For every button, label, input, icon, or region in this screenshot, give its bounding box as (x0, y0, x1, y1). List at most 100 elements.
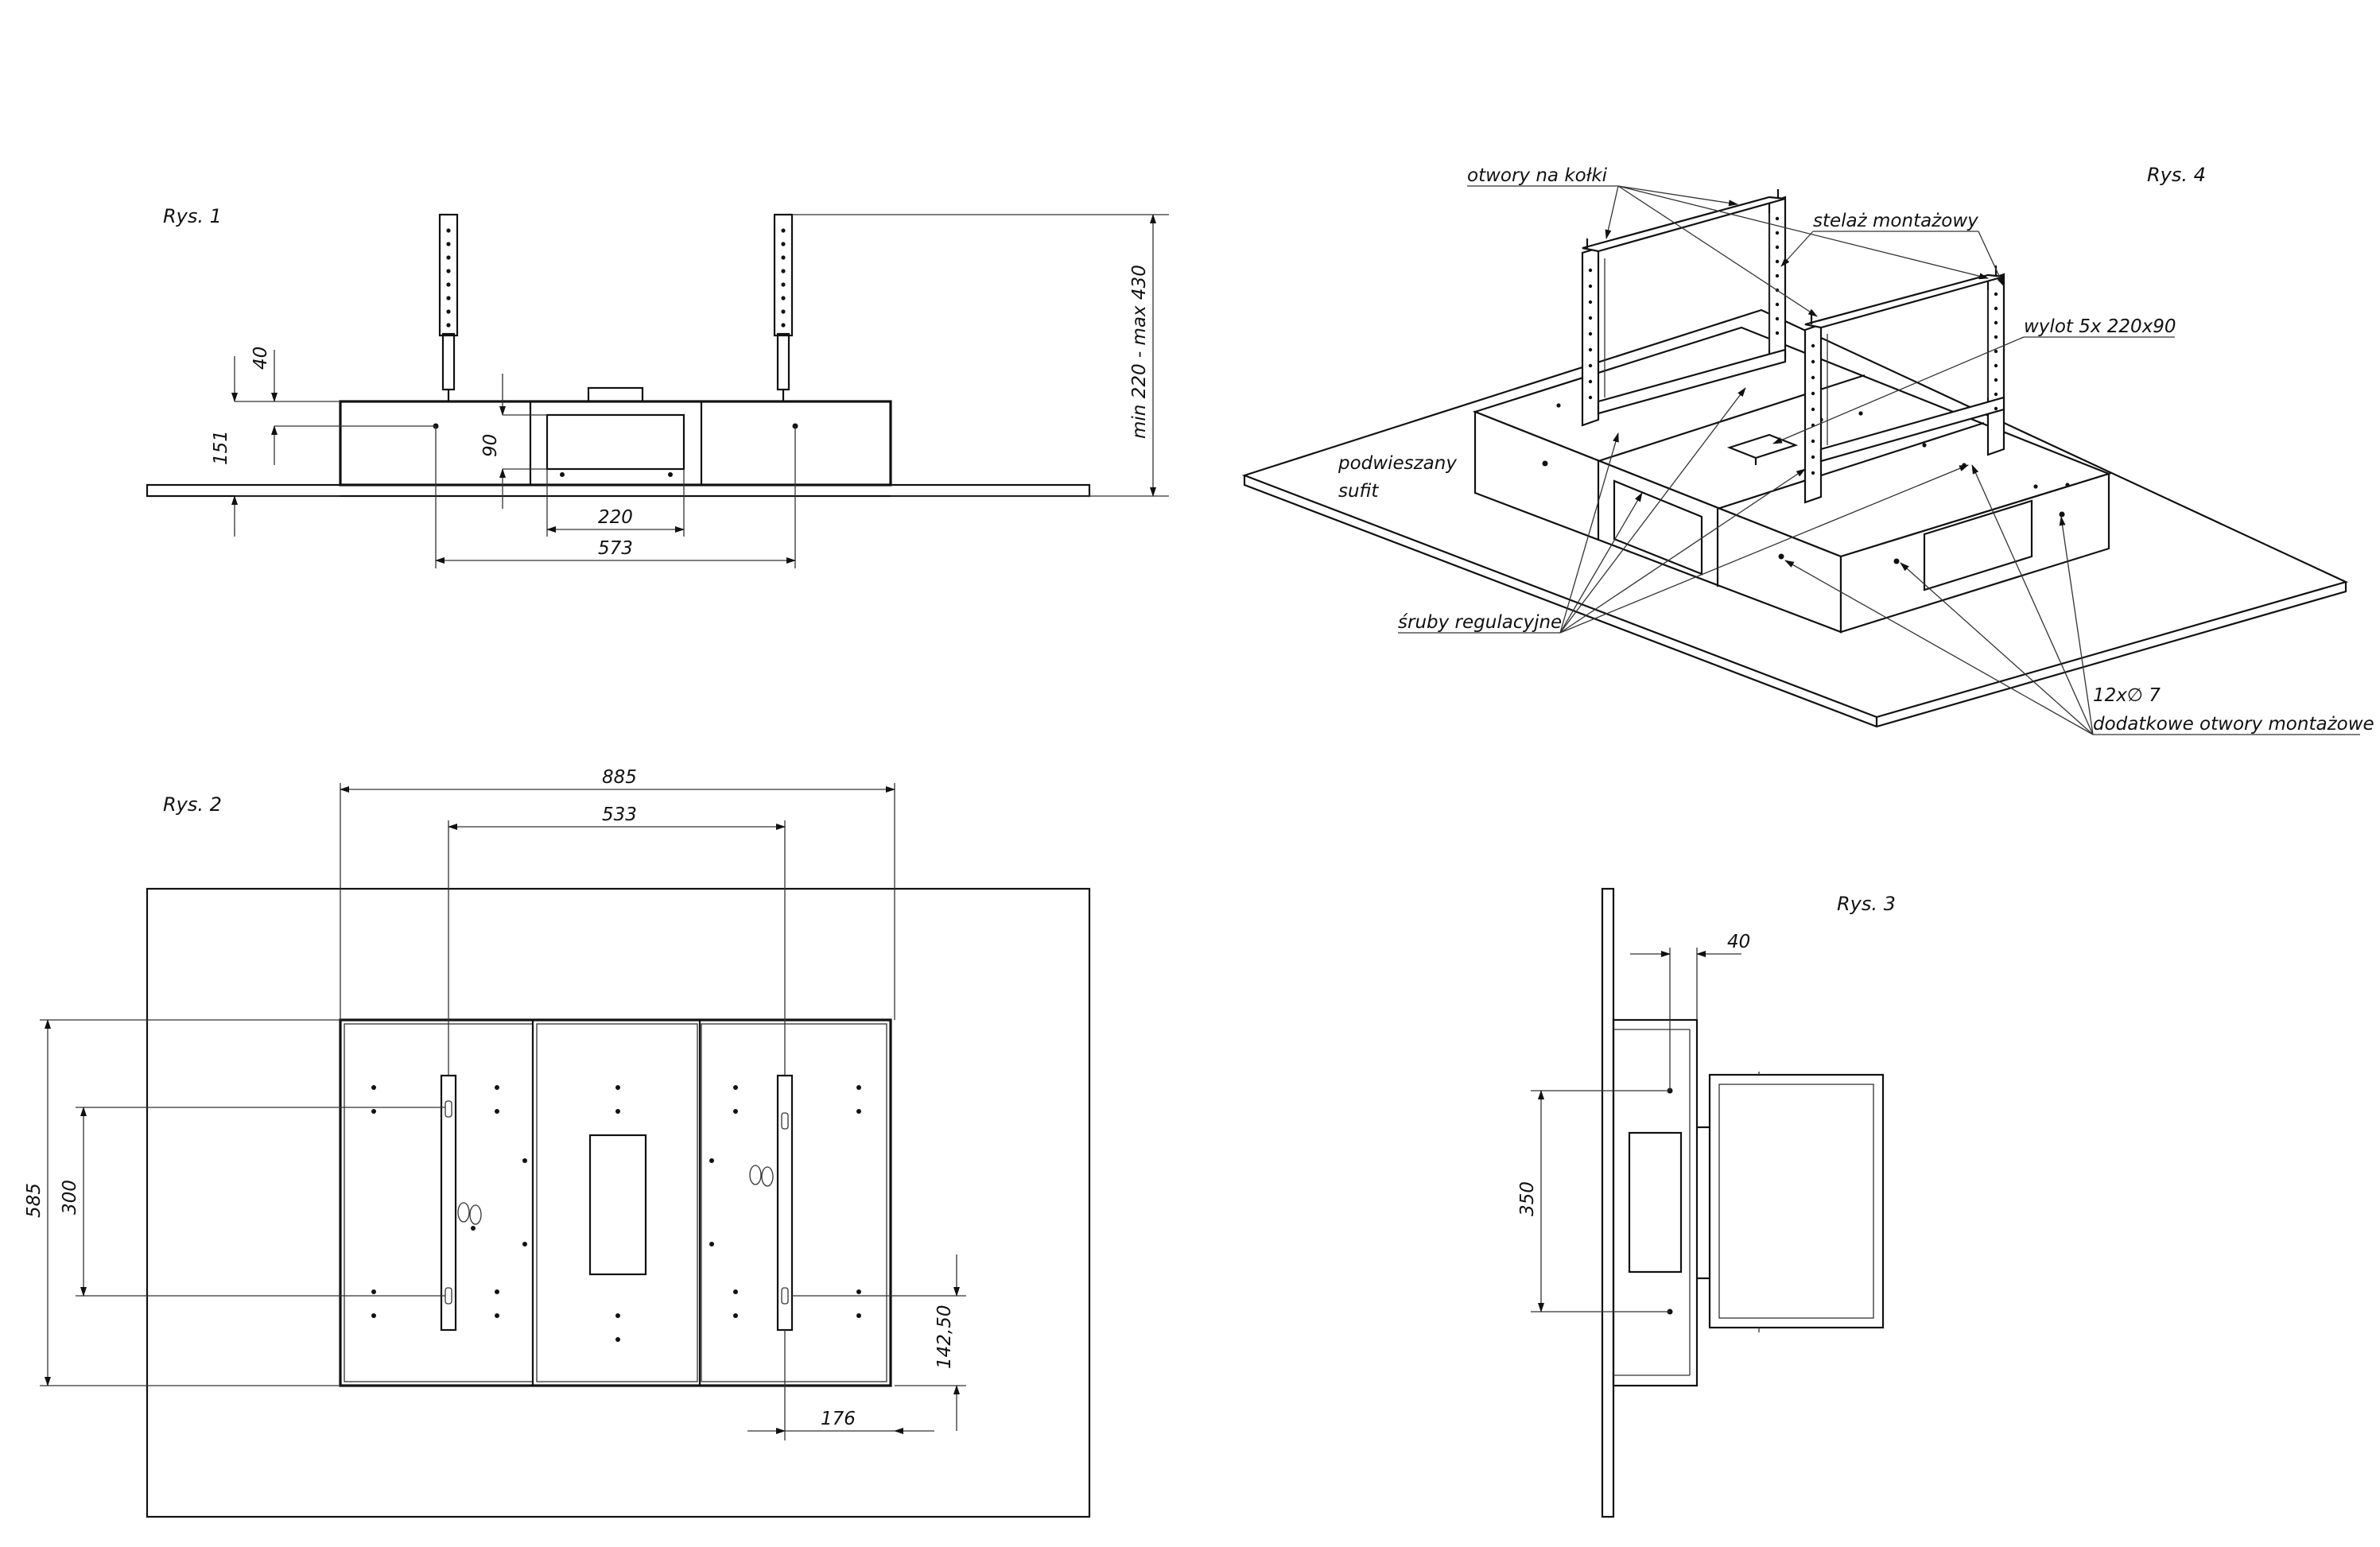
rys2-dim-176: 176 (821, 1409, 856, 1429)
rys1-dim-151: 151 (211, 430, 231, 465)
frame-hole (1588, 395, 1593, 400)
rys1-dim-573: 573 (598, 538, 633, 559)
rod-hole (446, 255, 451, 260)
left-rail (440, 1074, 457, 1332)
rod-hole (446, 228, 451, 233)
mounting-hole (856, 1313, 861, 1318)
rys1-dim-90: 90 (480, 434, 501, 457)
rys2-title: Rys. 2 (163, 793, 222, 816)
mounting-hole (615, 1313, 620, 1318)
rod-hole (781, 255, 786, 260)
rys2-dim-533: 533 (602, 805, 637, 825)
mounting-hole (495, 1085, 499, 1090)
frame-hole (1775, 331, 1780, 335)
label-sufit: sufit (1338, 481, 1379, 502)
right-rail (776, 1074, 794, 1332)
rys2-dim-300: 300 (60, 1180, 80, 1215)
rys3-title: Rys. 3 (1837, 893, 1896, 915)
frame-hole (1588, 363, 1593, 368)
rod-hole (781, 242, 786, 246)
mounting-hole (709, 1242, 714, 1247)
frame-hole (1994, 292, 1998, 297)
rys4-title: Rys. 4 (2147, 164, 2206, 186)
hood-box-iso (1472, 326, 2112, 634)
ceiling-slab (146, 483, 1091, 498)
rod-hole (781, 323, 786, 328)
rys3-dim-350: 350 (1517, 1181, 1538, 1216)
figure-rys1: Rys. 1 40 (146, 205, 1169, 568)
mounting-hole (471, 1226, 476, 1231)
frame-hole (1994, 378, 1998, 382)
rod-hole (446, 309, 451, 314)
section-opening (1628, 1131, 1683, 1274)
mounting-hole (615, 1337, 620, 1342)
mounting-hole (495, 1289, 499, 1294)
rys1-dim-40: 40 (250, 347, 271, 370)
rod-hole (781, 228, 786, 233)
ceiling-section (1601, 887, 1615, 1518)
label-stelaz: stelaż montażowy (1813, 211, 1978, 231)
central-opening (588, 1134, 647, 1276)
mounting-hole (733, 1109, 738, 1114)
frame-hole (1811, 391, 1815, 396)
frame-hole (1775, 216, 1780, 221)
mounting-hole (371, 1313, 376, 1318)
frame-hole (1811, 407, 1815, 412)
frame-hole (1811, 375, 1815, 380)
figure-rys3: Rys. 3 40 350 (1517, 887, 1896, 1518)
rys1-dim-220: 220 (598, 507, 633, 528)
label-wylot: wylot 5x 220x90 (2024, 316, 2176, 337)
left-frame-iso (1581, 189, 1787, 427)
left-mounting-rod (438, 213, 459, 401)
mounting-hole (733, 1085, 738, 1090)
rod-hole (446, 282, 451, 287)
frame-hole (1994, 406, 1998, 411)
rod-hole (781, 282, 786, 287)
figure-rys4: Rys. 4 (1241, 164, 2374, 735)
frame-hole (1775, 316, 1780, 321)
frame-hole (1775, 231, 1780, 235)
rys2-dim-585: 585 (24, 1183, 45, 1218)
label-otwory: otwory na kołki (1467, 165, 1608, 186)
figure-rys2: Rys. 2 885 533 585 (24, 767, 1091, 1518)
frame-hole (1994, 306, 1998, 311)
label-sruby: śruby regulacyjne (1398, 612, 1562, 633)
frame-hole (1588, 379, 1593, 384)
frame-hole (1775, 302, 1780, 307)
mounting-hole (522, 1242, 527, 1247)
hood-section (1612, 1018, 1699, 1387)
rys1-dim-range: min 220 - max 430 (1129, 265, 1150, 439)
rod-hole (446, 242, 451, 246)
right-mounting-rod (773, 213, 794, 401)
mounting-hole (856, 1289, 861, 1294)
rod-hole (446, 296, 451, 300)
mounting-hole (856, 1085, 861, 1090)
mounting-frame-section (1708, 1073, 1885, 1329)
frame-hole (1588, 316, 1593, 320)
frame-hole (1588, 300, 1593, 304)
frame-hole (1588, 332, 1593, 336)
outlet-window (545, 413, 685, 471)
frame-hole (1775, 273, 1780, 278)
mounting-hole (371, 1085, 376, 1090)
mounting-hole (522, 1158, 527, 1163)
frame-hole (1811, 455, 1815, 459)
hood-plan (339, 1018, 892, 1387)
frame-hole (1994, 349, 1998, 354)
frame-hole (1588, 284, 1593, 289)
rys3-dim-40: 40 (1727, 932, 1750, 952)
frame-hole (1811, 439, 1815, 444)
mounting-hole (615, 1085, 620, 1090)
mounting-hole (371, 1109, 376, 1114)
frame-hole (1775, 259, 1780, 264)
mounting-hole (495, 1109, 499, 1114)
rod-hole (781, 309, 786, 314)
frame-hole (1775, 245, 1780, 250)
frame-hole (1811, 359, 1815, 364)
top-outlet (587, 386, 644, 403)
mounting-hole (495, 1313, 499, 1318)
iso-hole (2033, 484, 2038, 489)
hood-body (339, 400, 892, 487)
label-dodatkowe: dodatkowe otwory montażowe (2093, 714, 2374, 735)
